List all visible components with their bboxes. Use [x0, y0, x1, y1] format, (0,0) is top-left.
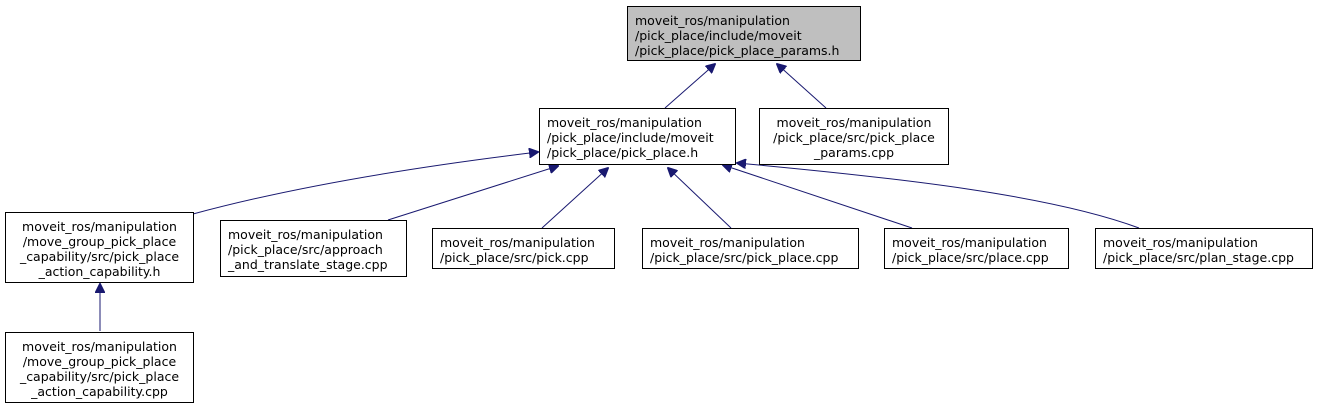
node-line: moveit_ros/manipulation — [892, 235, 1047, 250]
node-line: /pick_place/pick_place_params.h — [635, 43, 840, 58]
edge-approach-cpp-to-pick-place-h — [387, 166, 558, 221]
node-line: _and_translate_stage.cpp — [228, 257, 388, 272]
node-line: /pick_place/include/moveit — [635, 28, 802, 43]
node-line: moveit_ros/manipulation — [440, 235, 595, 250]
node-place-cpp[interactable]: moveit_ros/manipulation /pick_place/src/… — [884, 228, 1069, 269]
node-line: /move_group_pick_place — [22, 354, 177, 369]
node-line: /pick_place/src/approach — [228, 242, 383, 257]
node-line: /pick_place/src/pick_place.cpp — [650, 250, 839, 265]
edge-pick-cpp-to-pick-place-h — [541, 168, 608, 229]
node-pick-place-params-h: moveit_ros/manipulation /pick_place/incl… — [627, 6, 861, 61]
node-line: moveit_ros/manipulation — [22, 339, 177, 354]
node-line: _capability/src/pick_place — [19, 249, 180, 264]
node-line: _action_capability.cpp — [31, 384, 168, 399]
node-line: /pick_place/src/place.cpp — [892, 250, 1049, 265]
edge-params-cpp-to-root — [777, 64, 827, 109]
node-line: moveit_ros/manipulation — [547, 115, 702, 130]
edge-pick-place-cpp-to-pick-place-h — [668, 168, 732, 229]
node-line: /move_group_pick_place — [22, 234, 177, 249]
node-line: _capability/src/pick_place — [19, 369, 180, 384]
node-line: /pick_place/src/pick_place — [773, 130, 935, 145]
node-line: /pick_place/pick_place.h — [547, 145, 699, 160]
node-pick-cpp[interactable]: moveit_ros/manipulation /pick_place/src/… — [432, 228, 615, 269]
node-line: moveit_ros/manipulation — [228, 227, 383, 242]
node-line: /pick_place/src/pick.cpp — [440, 250, 589, 265]
node-line: moveit_ros/manipulation — [650, 235, 805, 250]
node-line: moveit_ros/manipulation — [635, 13, 790, 28]
edge-place-cpp-to-pick-place-h — [723, 165, 913, 229]
node-line: _action_capability.h — [38, 264, 161, 279]
node-line: moveit_ros/manipulation — [1103, 235, 1258, 250]
node-approach-and-translate-stage-cpp[interactable]: moveit_ros/manipulation /pick_place/src/… — [220, 220, 407, 277]
node-line: /pick_place/src/plan_stage.cpp — [1103, 250, 1294, 265]
edge-plan-stage-cpp-to-pick-place-h — [737, 163, 1140, 229]
node-line: _params.cpp — [813, 145, 895, 160]
edge-action-capability-h-to-pick-place-h — [192, 152, 538, 215]
node-pick-place-action-capability-cpp[interactable]: moveit_ros/manipulation /move_group_pick… — [5, 332, 194, 403]
node-line: /pick_place/include/moveit — [547, 130, 714, 145]
node-line: moveit_ros/manipulation — [776, 115, 932, 130]
node-plan-stage-cpp[interactable]: moveit_ros/manipulation /pick_place/src/… — [1095, 228, 1313, 269]
node-line: moveit_ros/manipulation — [22, 219, 177, 234]
edge-pick-place-h-to-root — [664, 64, 715, 109]
node-pick-place-h[interactable]: moveit_ros/manipulation /pick_place/incl… — [539, 108, 736, 165]
node-pick-place-params-cpp[interactable]: moveit_ros/manipulation /pick_place/src/… — [759, 108, 949, 165]
node-pick-place-cpp[interactable]: moveit_ros/manipulation /pick_place/src/… — [642, 228, 859, 269]
node-pick-place-action-capability-h[interactable]: moveit_ros/manipulation /move_group_pick… — [5, 212, 194, 283]
